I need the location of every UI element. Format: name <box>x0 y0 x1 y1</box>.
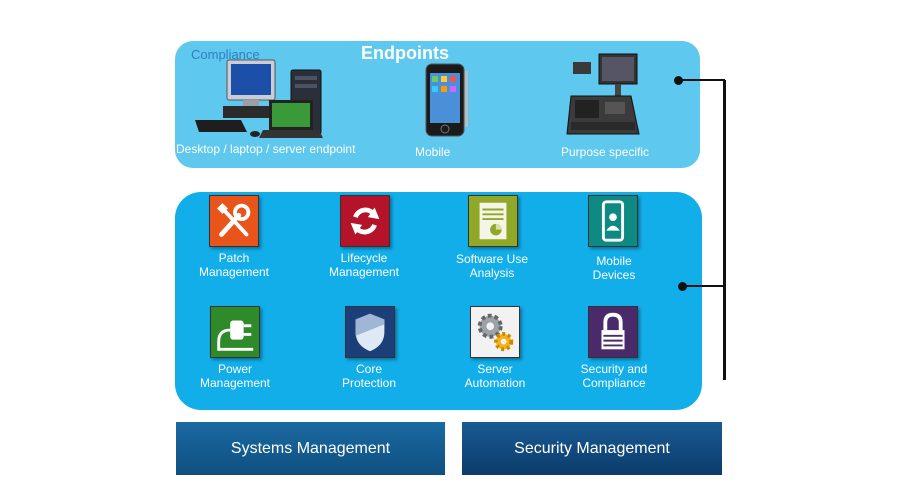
power-plug-icon[interactable] <box>210 306 260 358</box>
compliance-label: Compliance <box>191 47 260 62</box>
mobile-device-icon[interactable] <box>588 195 638 247</box>
connector-line-mid <box>683 285 725 287</box>
endpoint-label-mobile: Mobile <box>415 145 451 159</box>
smartphone-icon <box>424 63 470 137</box>
security-management-bar[interactable]: Security Management <box>462 422 722 475</box>
connector-line-top <box>679 79 725 81</box>
connector-dot-mid <box>678 282 687 291</box>
endpoints-title: Endpoints <box>361 43 449 63</box>
connector-vertical-line <box>723 80 726 380</box>
systems-management-bar[interactable]: Systems Management <box>176 422 445 475</box>
wrench-screwdriver-icon[interactable] <box>209 195 259 247</box>
spreadsheet-chart-icon[interactable] <box>468 195 518 247</box>
pos-terminal-icon <box>565 52 641 140</box>
shield-icon[interactable] <box>345 306 395 358</box>
connector-dot-top <box>674 76 683 85</box>
desktop-laptop-server-icon <box>193 58 333 142</box>
endpoint-label-desktop: Desktop / laptop / server endpoint <box>176 142 356 156</box>
refresh-cycle-icon[interactable] <box>340 195 390 247</box>
endpoint-label-purpose: Purpose specific <box>561 145 650 159</box>
padlock-icon[interactable] <box>588 306 638 358</box>
gears-icon[interactable] <box>470 306 520 358</box>
